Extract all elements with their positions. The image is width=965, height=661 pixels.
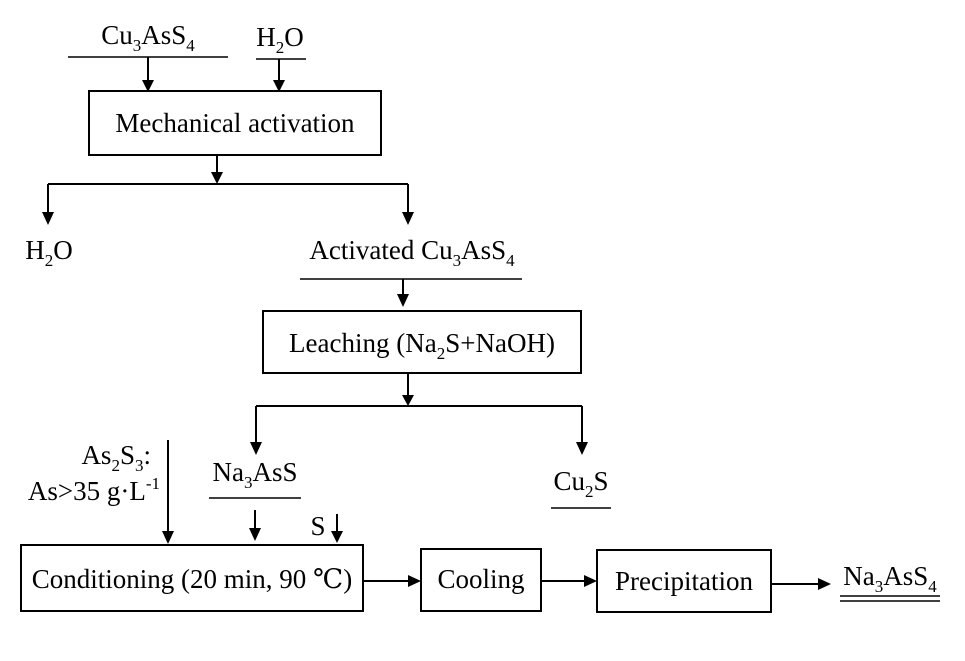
leaching-box (262, 310, 582, 374)
label-run: : (143, 440, 151, 470)
label-run: AsS (141, 20, 186, 50)
label-run: Na (843, 561, 874, 591)
label-run: S (310, 511, 325, 541)
label-run: S (120, 440, 135, 470)
arrow-head (408, 575, 421, 587)
label-run: H (256, 22, 276, 52)
arrow-head (818, 578, 831, 590)
label-run: Mechanical activation (115, 108, 355, 138)
label-subscript: 4 (928, 577, 937, 596)
arrow-head (42, 212, 54, 225)
arrow-head (584, 575, 597, 587)
label-run: Cu (553, 466, 585, 496)
as2s3-label-line1: As2S3: (81, 440, 151, 475)
label-run: Activated Cu (309, 235, 453, 265)
label-subscript: 3 (875, 577, 884, 596)
h2o-feed-label: H2O (256, 22, 304, 57)
label-subscript: 3 (135, 456, 144, 475)
label-subscript: 3 (133, 36, 142, 55)
cu3ass4-feed-label: Cu3AsS4 (101, 20, 195, 55)
arrow-head (397, 294, 409, 307)
conditioning-label: Conditioning (20 min, 90 ℃) (32, 564, 352, 594)
label-run: Cu (101, 20, 133, 50)
arrow-head (273, 80, 285, 92)
label-run: H (25, 235, 45, 265)
label-subscript: 4 (186, 36, 195, 55)
sulfur-label: S (310, 511, 325, 541)
label-run: O (284, 22, 304, 52)
arrow-head (211, 172, 223, 184)
arrow-head (142, 80, 154, 92)
arrow-head (331, 531, 343, 543)
cooling-label: Cooling (437, 564, 524, 594)
precipitation-label: Precipitation (615, 566, 753, 596)
label-subscript: 2 (437, 344, 446, 363)
label-subscript: 3 (244, 473, 253, 492)
label-run: Cooling (437, 564, 524, 594)
precipitation-box (596, 549, 772, 613)
na3ass4-product-label: Na3AsS4 (843, 561, 937, 596)
arrow-head (250, 442, 262, 455)
label-run: AsS (883, 561, 928, 591)
label-run: Na (212, 457, 243, 487)
label-run: S+NaOH) (445, 328, 555, 358)
arrow-head (249, 528, 261, 541)
label-subscript: 3 (453, 251, 462, 270)
na3ass-label: Na3AsS (212, 457, 297, 492)
label-run: AsS (461, 235, 506, 265)
mechanical-activation-box (88, 90, 382, 156)
label-subscript: 2 (45, 251, 54, 270)
label-subscript: 2 (585, 482, 594, 501)
label-run: Precipitation (615, 566, 753, 596)
as2s3-label-line2: As>35 g·L-1 (28, 474, 160, 506)
label-run: O (53, 235, 73, 265)
label-run: As>35 g·L (28, 476, 146, 506)
mechanical-activation-label: Mechanical activation (115, 108, 355, 138)
arrow-head (402, 212, 414, 225)
leaching-label: Leaching (Na2S+NaOH) (289, 328, 555, 363)
label-superscript: -1 (146, 474, 160, 493)
arrow-head (402, 395, 414, 406)
conditioning-box (20, 544, 364, 612)
cu2s-label: Cu2S (553, 466, 608, 501)
label-run: S (593, 466, 608, 496)
h2o-out-label: H2O (25, 235, 73, 270)
label-subscript: 2 (111, 456, 120, 475)
arrow-head (162, 531, 174, 544)
arrow-head (576, 442, 588, 455)
label-run: Leaching (Na (289, 328, 437, 358)
label-run: Conditioning (20 min, 90 ℃) (32, 564, 352, 594)
label-run: AsS (252, 457, 297, 487)
label-subscript: 2 (276, 38, 285, 57)
label-subscript: 4 (506, 251, 515, 270)
label-run: As (81, 440, 111, 470)
activated-cu3ass4-label: Activated Cu3AsS4 (309, 235, 515, 270)
